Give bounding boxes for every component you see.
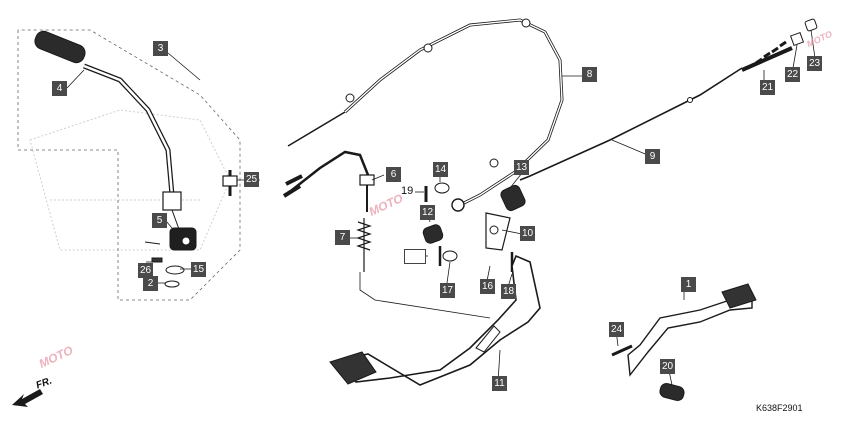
- callout-7: 7: [335, 230, 350, 245]
- callout-14: 14: [433, 162, 448, 177]
- callout-25: 25: [244, 172, 259, 187]
- callout-22: 22: [785, 67, 800, 82]
- callout-9: 9: [645, 149, 660, 164]
- callout-10: 10: [520, 226, 535, 241]
- callout-6: 6: [386, 167, 401, 182]
- shift-pedal-arm: [34, 30, 238, 288]
- brake-rod: [519, 18, 818, 181]
- callout-11: 11: [492, 376, 507, 391]
- pivot-parts: [422, 182, 526, 272]
- callout-23: 23: [807, 56, 822, 71]
- label-19: 19: [401, 185, 414, 197]
- callout-15: 15: [191, 262, 206, 277]
- callout-5: 5: [152, 213, 167, 228]
- callout-18: 18: [501, 284, 516, 299]
- return-spring: [356, 218, 372, 272]
- callout-13: 13: [514, 160, 529, 175]
- callout-2: 2: [143, 276, 158, 291]
- callout-17: 17: [440, 283, 455, 298]
- left-assembly-outline: [17, 29, 241, 301]
- shift-lever: [611, 283, 757, 402]
- callout-20: 20: [660, 359, 675, 374]
- callout-24: 24: [609, 322, 624, 337]
- leader-lines: [66, 29, 816, 386]
- callout-21: 21: [760, 80, 775, 95]
- callout-blank: [404, 249, 426, 264]
- brake-cable: [287, 18, 564, 212]
- callout-26: 26: [138, 263, 153, 278]
- background-logo: [29, 109, 231, 251]
- stop-switch: [282, 150, 375, 212]
- callout-1: 1: [681, 277, 696, 292]
- callout-3: 3: [153, 41, 168, 56]
- drawing-code: K638F2901: [756, 403, 803, 413]
- brake-pedal: [329, 254, 541, 386]
- callout-4: 4: [52, 81, 67, 96]
- front-arrow: [12, 389, 43, 407]
- callout-12: 12: [420, 205, 435, 220]
- callout-8: 8: [582, 67, 597, 82]
- callout-16: 16: [480, 279, 495, 294]
